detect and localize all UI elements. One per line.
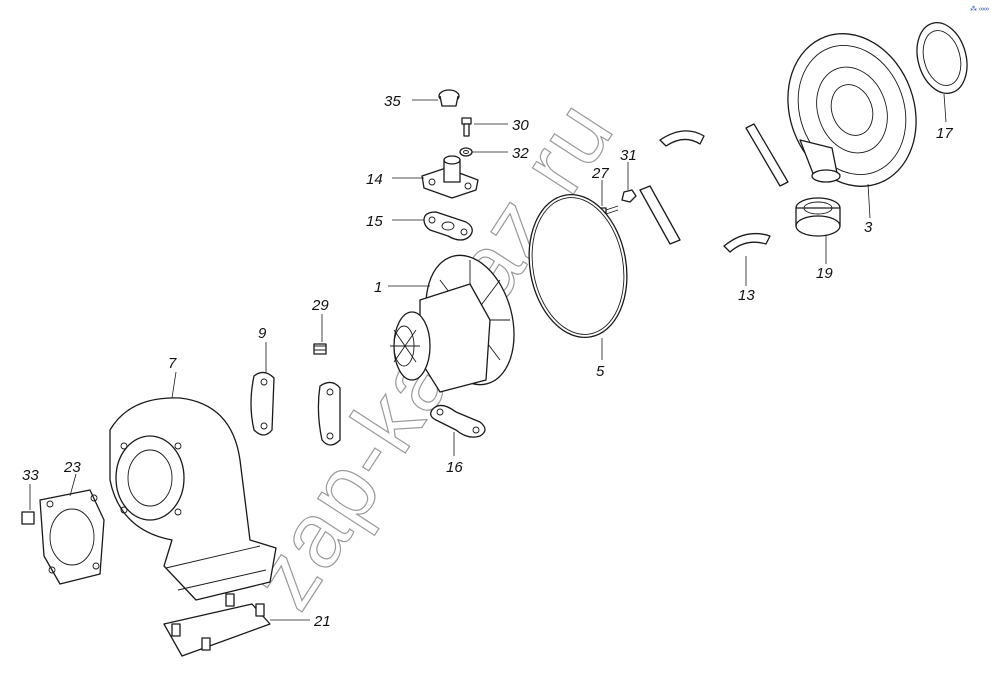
callout-9: 9 — [258, 325, 267, 342]
part-31-nut — [621, 189, 637, 203]
callout-17: 17 — [936, 125, 953, 142]
part-30-bolt — [461, 117, 472, 137]
part-plate-2 — [317, 381, 341, 446]
leader-lines — [29, 93, 947, 621]
part-5-o-ring — [528, 193, 628, 339]
part-9-plate — [250, 371, 275, 436]
callout-35: 35 — [384, 93, 401, 110]
callout-33: 33 — [22, 467, 39, 484]
part-clamp-mid — [639, 185, 681, 245]
part-1-cartridge — [390, 254, 515, 393]
callout-16: 16 — [446, 459, 463, 476]
callout-23: 23 — [63, 459, 81, 476]
callout-5: 5 — [596, 363, 605, 380]
part-16-gasket — [430, 404, 486, 438]
part-13-clamp — [723, 232, 771, 253]
part-15-gasket — [423, 211, 473, 241]
part-14-flange — [421, 155, 479, 199]
callout-labels: 35 30 32 14 15 27 31 1 29 9 7 23 33 21 1… — [22, 93, 953, 630]
callout-30: 30 — [512, 117, 529, 134]
part-29-plug — [313, 343, 327, 355]
callout-29: 29 — [311, 297, 329, 314]
callout-19: 19 — [816, 265, 833, 282]
part-clamp-upper-2 — [745, 123, 789, 187]
part-3-compressor-housing — [787, 33, 917, 187]
part-35-plug — [438, 89, 460, 107]
part-32-washer — [459, 147, 473, 157]
part-19-ring-nut — [795, 197, 841, 237]
callout-14: 14 — [366, 171, 383, 188]
callout-1: 1 — [374, 279, 382, 296]
part-33-nut — [21, 511, 35, 525]
part-clamp-upper-1 — [659, 130, 705, 147]
callout-15: 15 — [366, 213, 383, 230]
callout-27: 27 — [591, 165, 609, 182]
part-17-ring — [916, 22, 968, 94]
callout-7: 7 — [168, 355, 177, 372]
callout-32: 32 — [512, 145, 529, 162]
callout-31: 31 — [620, 147, 637, 164]
corner-logo: ⁂ ∞∞ — [970, 5, 989, 13]
callout-21: 21 — [313, 613, 331, 630]
callout-13: 13 — [738, 287, 755, 304]
part-7-turbine-housing — [109, 397, 277, 601]
part-21-plate-studs — [163, 593, 271, 657]
callout-3: 3 — [864, 219, 873, 236]
part-23-gasket — [39, 489, 105, 585]
